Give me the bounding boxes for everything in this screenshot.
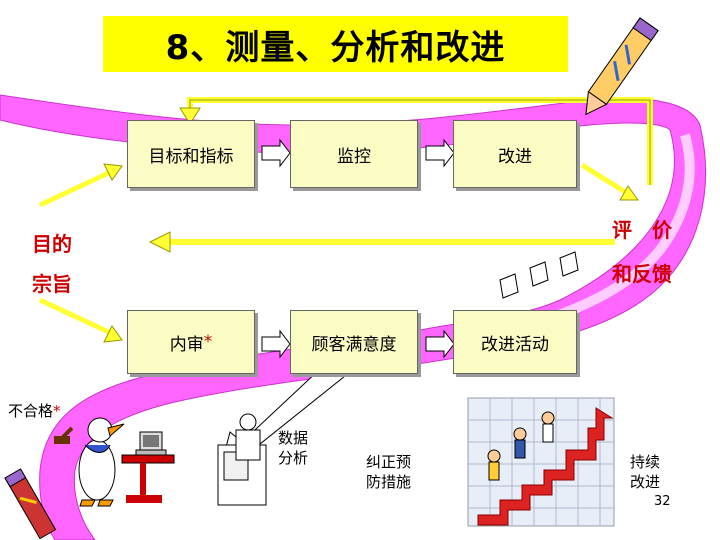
box-internal-audit-label: 内审: [169, 334, 204, 355]
right-down-arrow: [580, 162, 632, 198]
top-loop-arrowhead: [179, 107, 201, 125]
box-customer-satisfaction-label: 顾客满意度: [311, 334, 397, 355]
person-at-computer-icon: [217, 413, 267, 506]
page-title: 8、测量、分析和改进: [165, 27, 506, 68]
page-number: 32: [654, 494, 671, 509]
left-up-arrow: [38, 167, 117, 208]
feedback-chevron-2: [529, 261, 549, 287]
duck-icon: [54, 417, 125, 507]
growth-chart-illustration: [467, 397, 615, 527]
label-corrective-action: 纠正预 防措施: [366, 452, 411, 492]
middle-loop-arrowhead: [148, 231, 171, 253]
chevron-arrow-bottom-2: [425, 329, 455, 359]
box-improvement-label: 改进: [498, 146, 532, 167]
box-improvement: 改进: [453, 120, 577, 188]
pencil-bottom-icon: [4, 468, 57, 540]
chevron-arrow-bottom-1: [261, 329, 291, 359]
label-nonconformity: 不合格*: [8, 400, 61, 421]
box-goals-targets: 目标和指标: [127, 120, 255, 188]
feedback-chevron-1: [559, 251, 579, 277]
feedback-chevron-3: [499, 273, 519, 299]
pencil-icon: [585, 17, 659, 116]
left-down-arrow: [38, 297, 117, 338]
box-goals-targets-label: 目标和指标: [148, 146, 234, 167]
box-monitoring-label: 监控: [337, 146, 371, 167]
label-feedback: 和反馈: [612, 262, 672, 286]
box-internal-audit: 内审*: [127, 310, 255, 374]
title-banner: 8、测量、分析和改进: [103, 16, 568, 72]
internal-audit-star: *: [203, 332, 213, 352]
label-aim: 宗旨: [32, 272, 72, 296]
label-evaluate: 评 价: [612, 218, 672, 242]
computer-desk-icon: [121, 431, 175, 503]
label-purpose: 目的: [32, 232, 72, 256]
corrective-line1: 纠正预: [366, 453, 412, 471]
chevron-arrow-top-2: [425, 138, 455, 168]
box-customer-satisfaction: 顾客满意度: [290, 310, 418, 374]
continuous-line2: 改进: [630, 473, 661, 491]
continuous-line1: 持续: [630, 453, 661, 471]
box-improvement-activities: 改进活动: [453, 310, 577, 374]
box-monitoring: 监控: [290, 120, 418, 188]
corrective-line2: 防措施: [366, 473, 412, 491]
label-data-analysis: 数据 分析: [278, 428, 308, 468]
label-continuous-improvement: 持续 改进: [630, 452, 660, 492]
box-improvement-activities-label: 改进活动: [481, 334, 549, 355]
chevron-arrow-top-1: [261, 138, 291, 168]
nonconformity-text: 不合格: [8, 402, 54, 420]
data-analysis-line1: 数据: [278, 429, 309, 447]
data-analysis-line2: 分析: [278, 449, 309, 467]
nonconformity-star: *: [53, 402, 61, 420]
